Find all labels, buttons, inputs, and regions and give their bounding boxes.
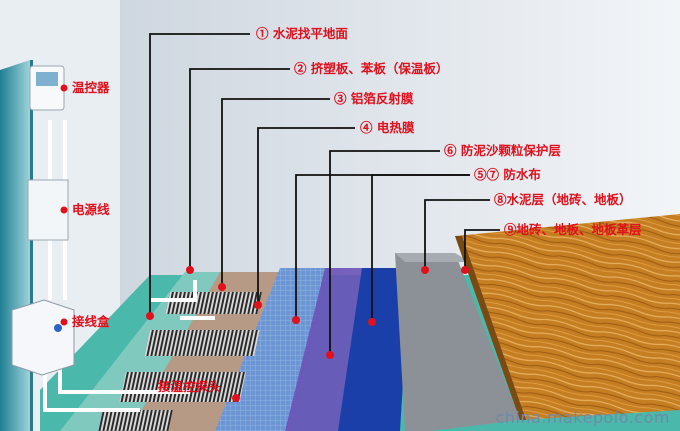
- layer-cement: [395, 253, 520, 431]
- label-heating-film: ④ 电热膜: [360, 120, 415, 135]
- layer-wood-floor: [455, 214, 680, 420]
- label-protective: ⑥ 防泥沙颗粒保护层: [444, 143, 561, 158]
- label-foam-board: ② 挤塑板、苯板（保温板）: [294, 61, 449, 76]
- label-foil: ③ 铝箔反射膜: [334, 91, 414, 106]
- layer-foil: [215, 268, 330, 431]
- watermark: china.makepolo.com: [495, 408, 670, 427]
- label-cement-leveling: ① 水泥找平地面: [256, 26, 348, 41]
- label-floor-layer: ⑨地砖、地板、地板革层: [504, 222, 642, 237]
- layer-waterproof: [338, 268, 410, 431]
- wall-edge-line: [30, 60, 33, 431]
- label-power-line: 电源线: [72, 202, 110, 217]
- layer-cement-top: [395, 253, 470, 262]
- wood-edge: [455, 236, 526, 420]
- heating-film-4: [98, 410, 173, 431]
- junction-box-knob: [54, 324, 62, 332]
- label-waterproof: ⑤⑦ 防水布: [474, 167, 541, 182]
- leader-dots: [60, 84, 469, 402]
- label-cement-layer: ⑧水泥层（地砖、地板）: [494, 192, 632, 207]
- label-temp-probe: 接温控探头: [158, 379, 221, 394]
- leader-lines: [149, 33, 500, 355]
- heating-film-1: [165, 292, 262, 314]
- label-junction-box: 接线盒: [72, 314, 110, 329]
- junction-box: [11, 299, 75, 376]
- heating-film-2: [144, 330, 260, 356]
- thermostat-screen: [36, 72, 58, 86]
- wall-side-shade: [0, 60, 30, 431]
- label-thermostat: 温控器: [72, 80, 110, 95]
- heating-film-3: [119, 372, 246, 402]
